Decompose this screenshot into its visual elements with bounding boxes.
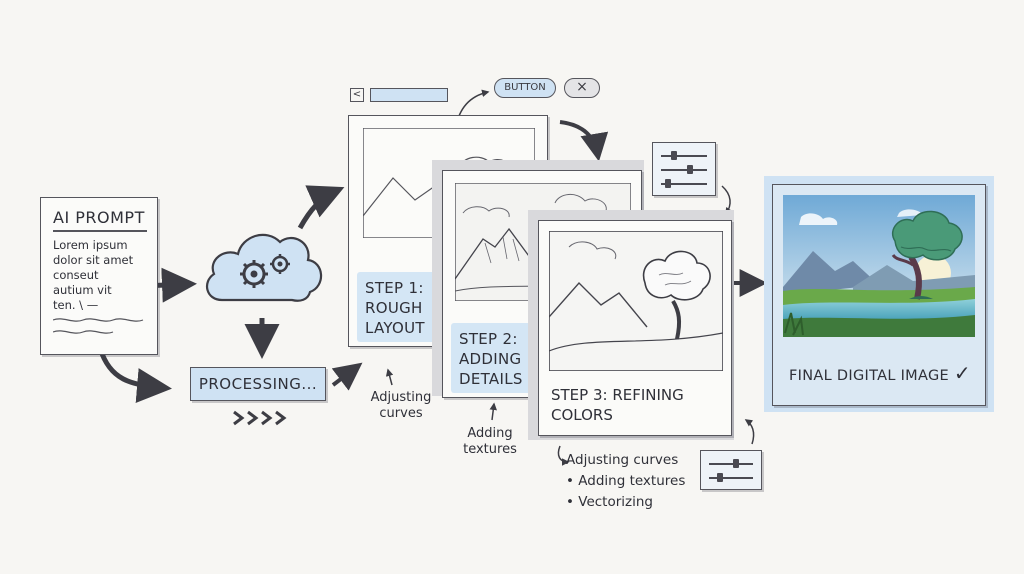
slider-panel-bottom[interactable] <box>700 450 762 490</box>
final-frame: FINAL DIGITAL IMAGE ✓ <box>772 184 986 406</box>
close-icon: × <box>576 79 588 95</box>
prompt-card: AI PROMPT Lorem ipsum dolor sit amet con… <box>40 197 158 355</box>
prompt-line: autium vit <box>53 283 112 297</box>
step2-caption: Adding textures <box>463 426 517 457</box>
step3-label: STEP 3: REFINING COLORS <box>551 386 684 424</box>
top-button-label: BUTTON <box>504 82 546 93</box>
final-label-text: FINAL DIGITAL IMAGE <box>789 368 949 384</box>
step3-frame: STEP 3: REFINING COLORS <box>538 220 732 436</box>
note-item: • Vectorizing <box>566 494 653 510</box>
refined-sketch <box>549 231 723 371</box>
prompt-line: Lorem ipsum <box>53 238 128 252</box>
prompt-line: conseut <box>53 268 99 282</box>
prompt-line: ten. \ — <box>53 298 99 312</box>
step1-caption: Adjusting curves <box>370 390 432 421</box>
note-item: • Adding textures <box>566 473 686 489</box>
prompt-line: dolor sit amet <box>53 253 134 267</box>
final-label: FINAL DIGITAL IMAGE ✓ <box>781 361 979 385</box>
slider-panel-top[interactable] <box>652 142 716 196</box>
step1-label-box: STEP 1: ROUGH LAYOUT <box>357 272 437 342</box>
cloud-icon <box>205 233 323 302</box>
address-bar[interactable] <box>370 88 448 102</box>
checkmark-icon: ✓ <box>953 361 971 385</box>
scribble-lines <box>53 318 144 334</box>
step3-notes: Adjusting curves • Adding textures • Vec… <box>566 450 685 513</box>
step2-label-box: STEP 2: ADDING DETAILS <box>451 323 537 393</box>
processing-box: PROCESSING... <box>190 367 326 401</box>
gear-icon <box>270 254 290 274</box>
prompt-title: AI PROMPT <box>53 208 145 227</box>
note-item: Adjusting curves <box>566 452 679 468</box>
top-button[interactable]: BUTTON <box>494 78 556 98</box>
processing-label: PROCESSING... <box>198 375 318 393</box>
gear-icon <box>240 260 268 288</box>
chevron-left-icon: < <box>352 89 362 100</box>
final-landscape <box>783 195 975 337</box>
prompt-text: Lorem ipsum dolor sit amet conseut autiu… <box>53 238 133 313</box>
step2-label: STEP 2: ADDING DETAILS <box>459 330 523 388</box>
close-button[interactable]: × <box>564 78 600 98</box>
back-control[interactable]: < <box>350 88 364 102</box>
step1-label: STEP 1: ROUGH LAYOUT <box>365 279 425 337</box>
